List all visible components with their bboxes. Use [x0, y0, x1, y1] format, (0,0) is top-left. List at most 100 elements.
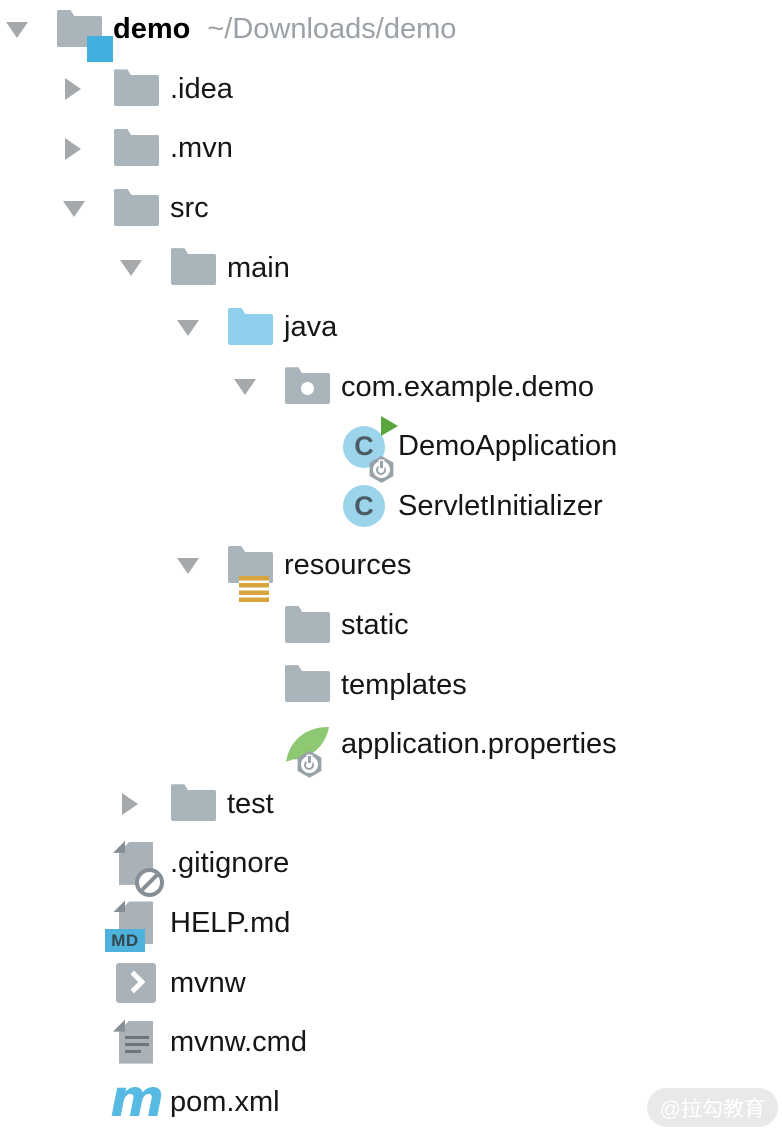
tree-row-resources[interactable]: resources: [0, 536, 782, 602]
node-label: demo: [113, 13, 191, 46]
collapse-arrow-icon[interactable]: [4, 6, 56, 54]
node-label: pom.xml: [170, 1085, 280, 1118]
folder-body: [114, 194, 159, 226]
spring-properties-icon: [284, 721, 332, 773]
node-label: DemoApplication: [398, 430, 618, 463]
node-label: java: [284, 311, 338, 344]
indent-spacer: [61, 1019, 113, 1067]
folder-body: [171, 254, 216, 286]
spring-boot-run-class-icon: C: [341, 415, 398, 478]
tree-row-help-md[interactable]: MD HELP.md: [0, 894, 782, 954]
file-fold: [113, 1019, 125, 1032]
tree-row-application-properties[interactable]: application.properties: [0, 715, 782, 775]
folder-tab: [171, 784, 190, 794]
node-label: main: [227, 251, 290, 284]
tree-row--mvn[interactable]: .mvn: [0, 119, 782, 179]
terminal-square: [116, 963, 156, 1004]
spring-gear-badge-icon: [296, 751, 323, 778]
indent-spacer: [61, 1078, 113, 1126]
tree-row-java[interactable]: java: [0, 298, 782, 358]
node-label: HELP.md: [170, 906, 291, 939]
folder-tab: [285, 605, 304, 615]
folder-tab: [228, 307, 247, 317]
spring-gear-badge-icon: [368, 456, 395, 483]
tree-row-demoapplication[interactable]: C DemoApplication: [0, 415, 782, 478]
package-icon: [284, 363, 332, 411]
indent-spacer: [289, 482, 341, 530]
indent-spacer: [61, 959, 113, 1007]
node-label: mvnw: [170, 966, 246, 999]
tree-row-test[interactable]: test: [0, 775, 782, 835]
collapse-arrow-icon[interactable]: [175, 542, 227, 590]
gear-core: [301, 755, 318, 773]
node-label: ServletInitializer: [398, 489, 603, 522]
project-folder-icon: [56, 6, 113, 62]
folder-tab: [57, 9, 76, 19]
folder-body: [114, 134, 159, 166]
run-triangle-icon: [381, 415, 398, 436]
tree-row-static[interactable]: static: [0, 596, 782, 656]
collapse-arrow-icon[interactable]: [175, 304, 227, 352]
text-line: [125, 1035, 149, 1040]
node-label: resources: [284, 549, 412, 582]
folder-icon: [284, 602, 332, 650]
collapse-arrow-icon[interactable]: [61, 185, 113, 233]
folder-icon: [113, 65, 161, 113]
folder-tab: [114, 69, 133, 79]
node-path: ~/Downloads/demo: [207, 13, 457, 46]
folder-tab: [171, 248, 190, 258]
md-badge: MD: [105, 929, 145, 953]
power-symbol-bar: [380, 461, 384, 469]
folder-tab: [285, 367, 304, 377]
indent-spacer: [61, 840, 113, 888]
power-symbol-bar: [308, 756, 312, 764]
tree-row-src[interactable]: src: [0, 179, 782, 239]
text-line: [125, 1042, 149, 1047]
folder-icon: [113, 125, 161, 173]
tree-row-com-example-demo[interactable]: com.example.demo: [0, 357, 782, 417]
expand-arrow-icon[interactable]: [118, 780, 170, 828]
tree-row-servletinitializer[interactable]: C ServletInitializer: [0, 477, 782, 537]
tree-row-demo[interactable]: demo ~/Downloads/demo: [0, 0, 782, 62]
folder-tab: [114, 188, 133, 198]
node-label: mvnw.cmd: [170, 1026, 307, 1059]
watermark-badge: @拉勾教育: [646, 1088, 778, 1127]
ignored-file-icon: [113, 840, 164, 897]
expand-arrow-icon[interactable]: [61, 65, 113, 113]
node-label: .mvn: [170, 132, 233, 165]
folder-body: [285, 611, 330, 643]
node-label: .gitignore: [170, 847, 290, 880]
indent-spacer: [232, 661, 284, 709]
text-file-icon: [113, 1019, 161, 1067]
node-label: test: [227, 787, 274, 820]
text-line: [125, 1049, 141, 1054]
tree-row-mvnw[interactable]: mvnw: [0, 953, 782, 1013]
folder-body: [285, 671, 330, 703]
maven-icon: m: [110, 1071, 164, 1127]
tree-row--idea[interactable]: .idea: [0, 60, 782, 120]
project-badge: [87, 35, 113, 62]
collapse-arrow-icon[interactable]: [232, 363, 284, 411]
folder-tab: [285, 665, 304, 675]
markdown-file-icon: MD: [105, 899, 161, 953]
file-fold: [113, 840, 125, 853]
folder-body: [171, 790, 216, 822]
tree-row-main[interactable]: main: [0, 238, 782, 298]
indent-spacer: [232, 721, 284, 769]
node-label: src: [170, 192, 209, 225]
expand-arrow-icon[interactable]: [61, 125, 113, 173]
tree-row-templates[interactable]: templates: [0, 655, 782, 715]
folder-tab: [114, 128, 133, 138]
tree-row-mvnw-cmd[interactable]: mvnw.cmd: [0, 1013, 782, 1073]
tree-row--gitignore[interactable]: .gitignore: [0, 834, 782, 897]
resources-root-folder-icon: [227, 542, 275, 602]
folder-icon: [170, 244, 218, 292]
folder-body: [228, 313, 273, 345]
folder-tab: [228, 545, 247, 555]
shell-script-icon: [113, 959, 161, 1007]
node-label: templates: [341, 668, 467, 701]
indent-spacer: [232, 602, 284, 650]
java-class-icon: C: [341, 482, 389, 530]
collapse-arrow-icon[interactable]: [118, 244, 170, 292]
